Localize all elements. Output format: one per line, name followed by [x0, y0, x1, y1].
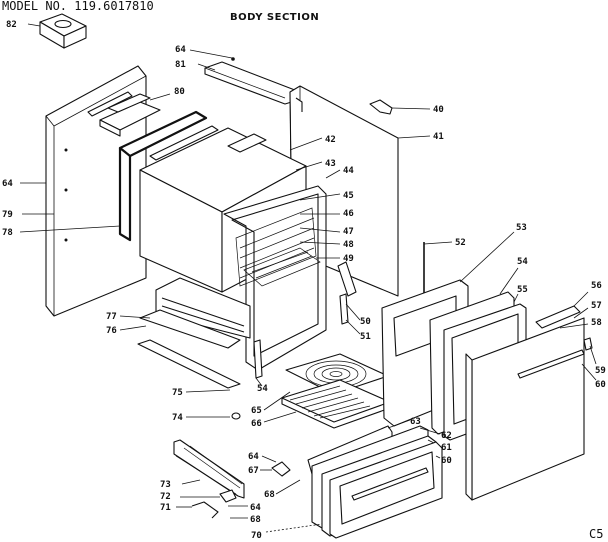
callout-68: 68	[264, 490, 275, 500]
callout-80: 80	[174, 87, 185, 97]
callout-68-low: 68	[250, 515, 261, 525]
part-77-lower-drawer-frame	[119, 277, 251, 349]
callout-46: 46	[343, 209, 354, 219]
callout-49: 49	[343, 254, 354, 264]
callout-77: 77	[106, 312, 117, 322]
page-code: C5	[589, 527, 603, 541]
part-70-leader	[265, 523, 323, 533]
callout-73: 73	[160, 480, 171, 490]
part-54-frame-strip	[253, 339, 263, 387]
part-71-hardware	[176, 501, 248, 519]
callout-50: 50	[360, 317, 371, 327]
callout-53: 53	[516, 223, 527, 233]
callout-52: 52	[455, 238, 466, 248]
part-78-insulation	[19, 110, 208, 242]
callout-48: 48	[343, 240, 354, 250]
part-60-drawer-front	[329, 441, 443, 539]
callout-72: 72	[160, 492, 171, 502]
section-title: BODY SECTION	[230, 12, 319, 23]
callout-79: 79	[2, 210, 13, 220]
callout-56: 56	[591, 281, 602, 291]
callout-60-lower: 60	[441, 456, 452, 466]
callout-76: 76	[106, 326, 117, 336]
callout-42: 42	[325, 135, 336, 145]
part-59-door-handle	[581, 337, 597, 381]
part-52-rod	[423, 241, 453, 296]
part-72-hardware	[180, 489, 237, 503]
callout-64-low: 64	[250, 503, 261, 513]
model-number: MODEL NO. 119.6017810	[2, 0, 154, 13]
callout-70: 70	[251, 531, 262, 541]
part-74-fastener	[186, 412, 241, 420]
callout-45: 45	[343, 191, 354, 201]
callout-66: 66	[251, 419, 262, 429]
callout-63: 63	[410, 417, 421, 427]
part-73-rack	[173, 439, 245, 499]
part-67-clip	[260, 455, 301, 495]
part-75-lower-brace	[137, 339, 241, 393]
part-56-door-top-trim	[535, 291, 589, 329]
callout-54-lower: 54	[257, 384, 268, 394]
part-60-outer-door	[465, 317, 585, 501]
part-80-vent-bracket	[99, 93, 171, 137]
callout-59: 59	[595, 366, 606, 376]
part-45-oven-racks	[235, 193, 341, 287]
callout-57: 57	[591, 301, 602, 311]
callout-82: 82	[6, 20, 17, 30]
callout-51: 51	[360, 332, 371, 342]
callout-40: 40	[433, 105, 444, 115]
callout-44: 44	[343, 166, 354, 176]
callout-43: 43	[325, 159, 336, 169]
callout-61: 61	[441, 443, 452, 453]
callout-64-left: 64	[2, 179, 13, 189]
callout-81: 81	[175, 60, 186, 70]
callout-41: 41	[433, 132, 444, 142]
callout-55: 55	[517, 285, 528, 295]
part-82-vent-box	[27, 13, 87, 49]
callout-62: 62	[441, 431, 452, 441]
callout-58: 58	[591, 318, 602, 328]
callout-71: 71	[160, 503, 171, 513]
part-66-broiler-grid	[263, 379, 391, 429]
callout-60: 60	[595, 380, 606, 390]
part-81-top-rail	[189, 49, 301, 105]
callout-47: 47	[343, 227, 354, 237]
part-40-bracket	[369, 99, 431, 115]
callout-75: 75	[172, 388, 183, 398]
callout-74: 74	[172, 413, 183, 423]
callout-64-mid: 64	[248, 452, 259, 462]
callout-65: 65	[251, 406, 262, 416]
part-50-hinge	[337, 261, 361, 335]
callout-67: 67	[248, 466, 259, 476]
callout-54: 54	[517, 257, 528, 267]
callout-78: 78	[2, 228, 13, 238]
callout-64: 64	[175, 45, 186, 55]
